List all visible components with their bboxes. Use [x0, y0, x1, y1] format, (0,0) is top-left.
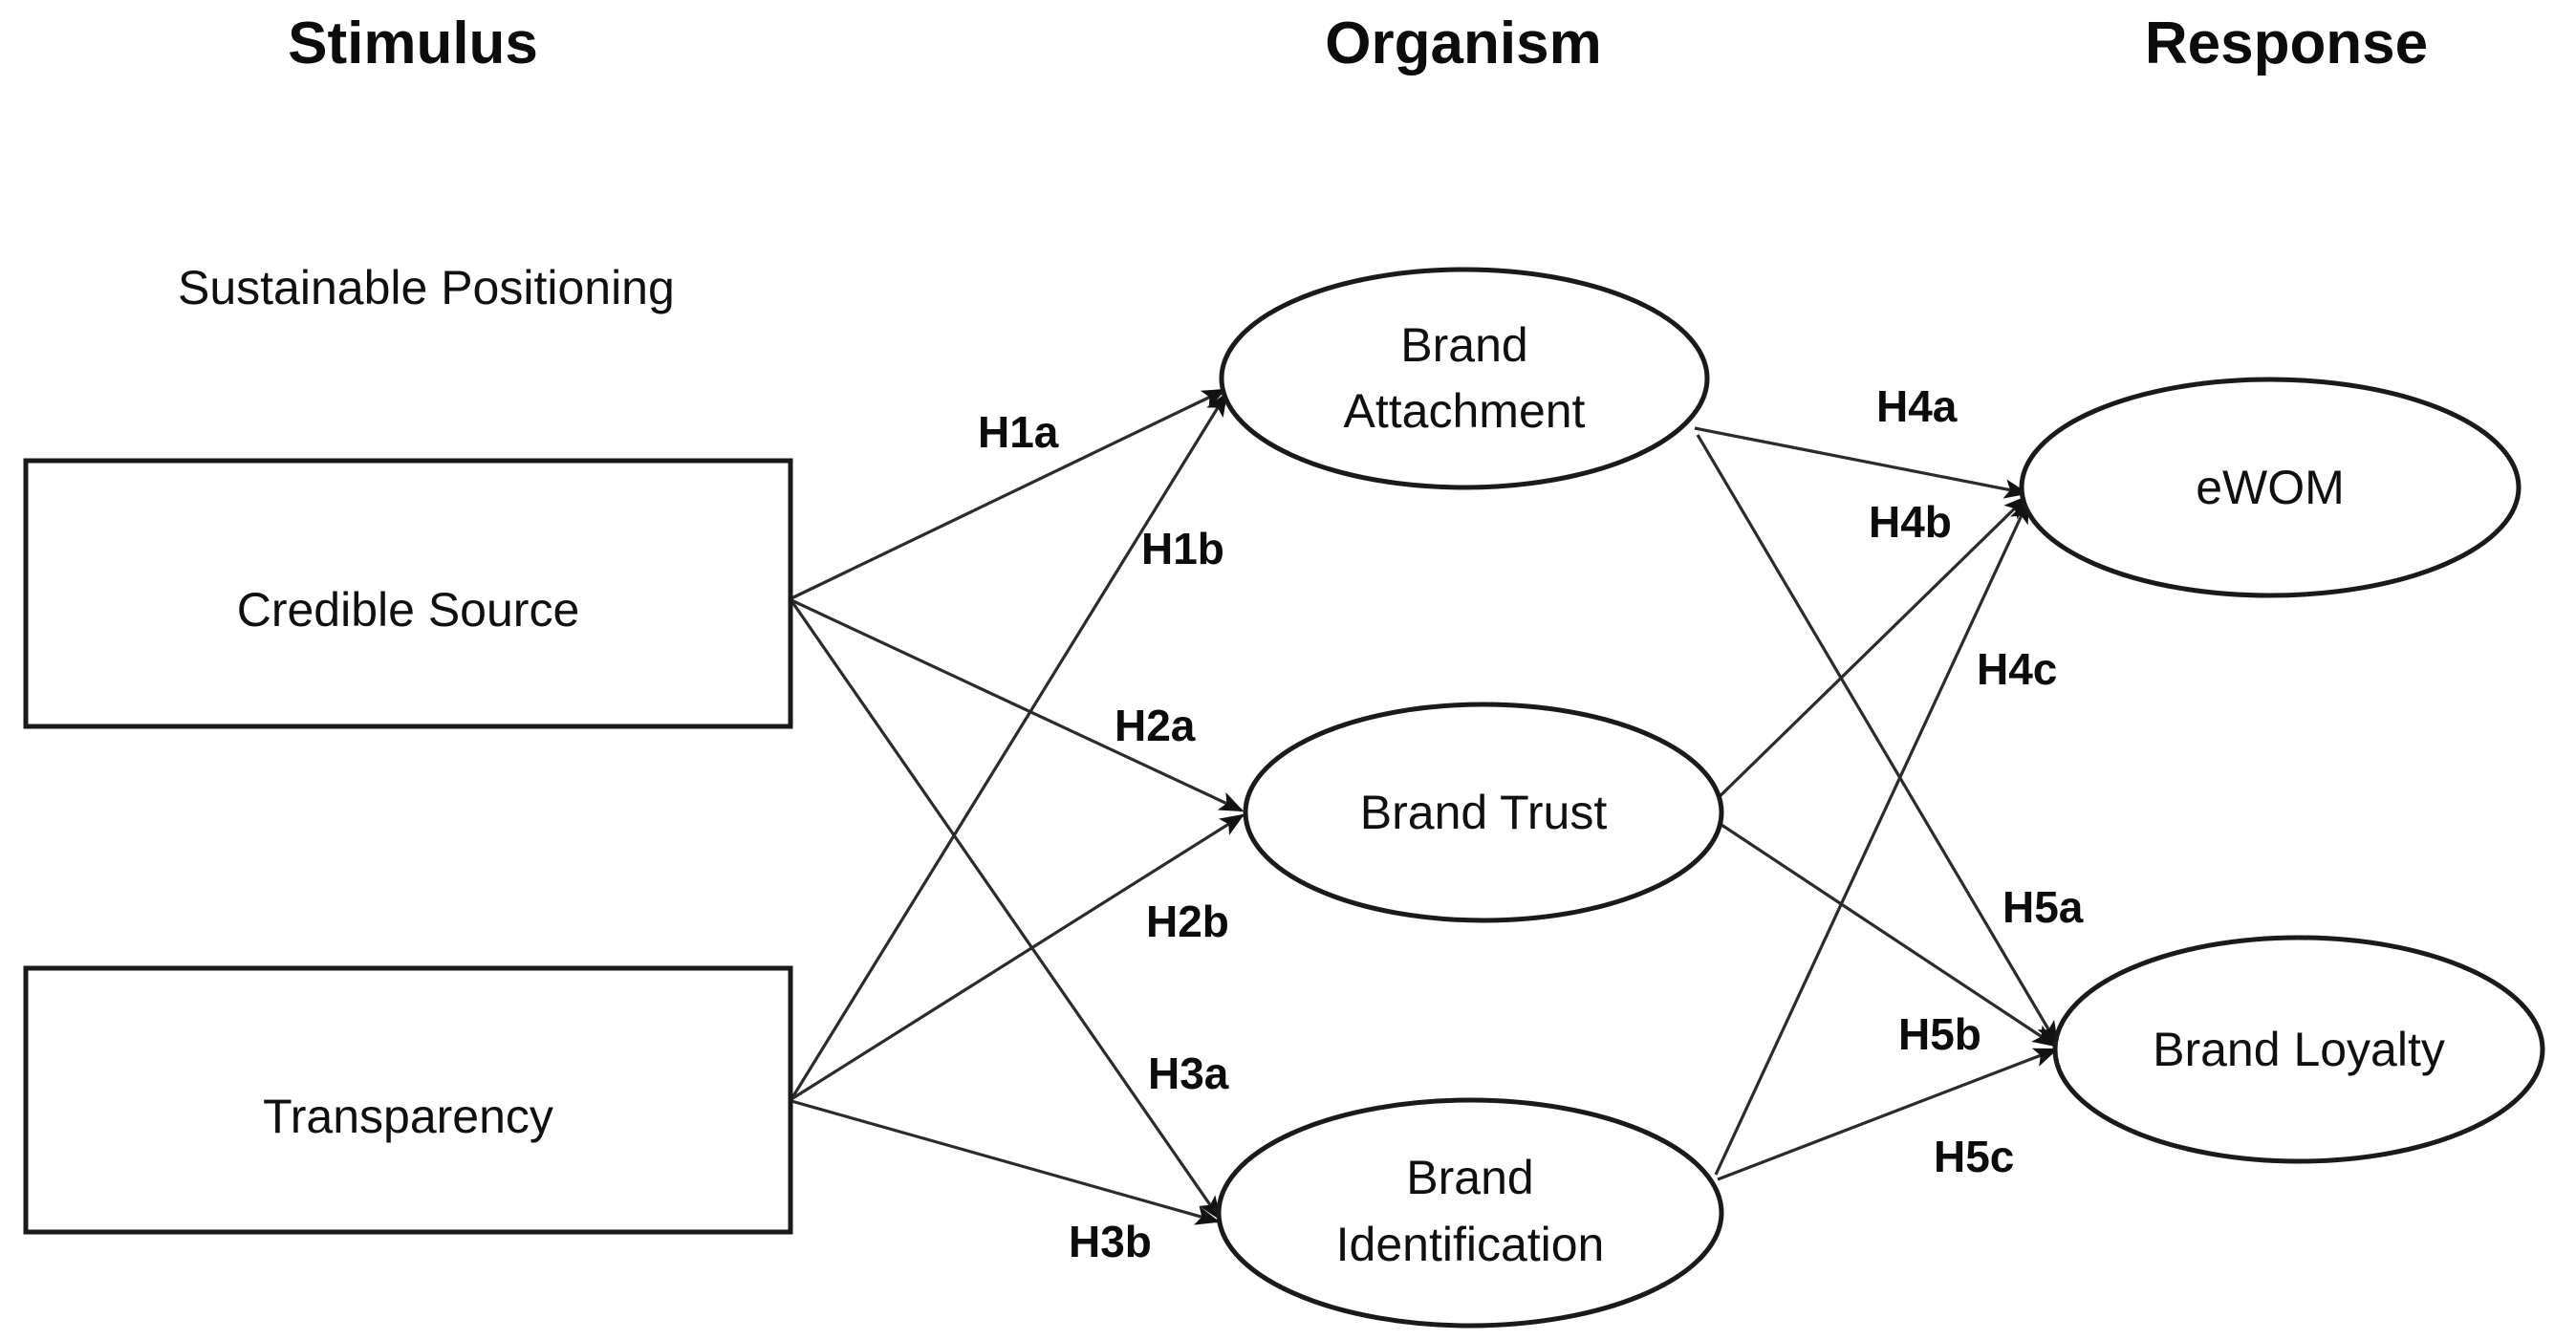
hypothesis-label-h3a: H3a	[1148, 1048, 1229, 1098]
transparency-box[interactable]	[23, 965, 793, 1235]
hypothesis-label-h4c: H4c	[1977, 644, 2057, 694]
column-header-organism: Organism	[1325, 11, 1601, 76]
path-line-h4c	[1714, 498, 2030, 1176]
brand-loyalty-ellipse[interactable]	[2052, 935, 2545, 1164]
path-line-h2a	[790, 598, 1245, 812]
group-label-sustainable-positioning: Sustainable Positioning	[178, 261, 675, 314]
path-line-h1a	[790, 388, 1227, 600]
node-brand-attachment[interactable]: Brand Attachment	[1219, 267, 1710, 490]
path-line-h4a	[1694, 426, 2029, 499]
brand-identification-label-line2: Identification	[1336, 1218, 1605, 1271]
brand-attachment-label-line2: Attachment	[1344, 384, 1586, 438]
path-line-h5a	[1696, 434, 2059, 1047]
path-line-h1b	[790, 391, 1228, 1100]
hypothesis-label-h1b: H1b	[1141, 524, 1224, 573]
path-line-h2b	[790, 813, 1245, 1101]
brand-trust-label-line1: Brand Trust	[1360, 786, 1608, 839]
path-line-h3b	[790, 1099, 1221, 1225]
column-headers: Stimulus Organism Response	[288, 11, 2428, 76]
path-line-h5b	[1709, 815, 2058, 1048]
hypothesis-label-h5b: H5b	[1898, 1009, 1981, 1059]
column-header-response: Response	[2145, 11, 2428, 76]
hypothesis-label-h5a: H5a	[2002, 882, 2084, 932]
hypothesis-labels: H1a H1b H2a H2b H3a H3b H4a H4b H4c H5a …	[978, 381, 2084, 1266]
path-line-h5c	[1717, 1048, 2059, 1181]
node-transparency[interactable]: Transparency	[23, 965, 793, 1235]
brand-trust-ellipse[interactable]	[1243, 702, 1724, 923]
hypothesis-label-h4a: H4a	[1876, 381, 1958, 431]
brand-identification-label-line1: Brand	[1406, 1151, 1533, 1204]
brand-loyalty-label: Brand Loyalty	[2153, 1023, 2445, 1076]
column-header-stimulus: Stimulus	[288, 11, 538, 76]
ewom-ellipse[interactable]	[2019, 377, 2522, 598]
ewom-label: eWOM	[2196, 461, 2345, 514]
node-brand-identification[interactable]: Brand Identification	[1216, 1097, 1724, 1329]
hypothesis-label-h3b: H3b	[1069, 1217, 1152, 1266]
brand-attachment-label-line1: Brand	[1400, 318, 1527, 372]
credible-source-box[interactable]	[23, 458, 793, 729]
path-line-h4b	[1706, 495, 2028, 810]
hypothesis-label-h4b: H4b	[1869, 497, 1952, 547]
hypothesis-label-h2a: H2a	[1115, 701, 1196, 750]
node-ewom[interactable]: eWOM	[2019, 377, 2522, 598]
credible-source-label: Credible Source	[237, 583, 580, 637]
node-brand-trust[interactable]: Brand Trust	[1243, 702, 1724, 923]
path-lines	[790, 388, 2059, 1225]
path-line-h3a	[790, 601, 1222, 1221]
transparency-label: Transparency	[263, 1090, 553, 1143]
node-brand-loyalty[interactable]: Brand Loyalty	[2052, 935, 2545, 1164]
hypothesis-label-h5c: H5c	[1934, 1132, 2014, 1181]
hypothesis-label-h1a: H1a	[978, 407, 1059, 457]
node-credible-source[interactable]: Credible Source	[23, 458, 793, 729]
brand-attachment-ellipse[interactable]	[1219, 267, 1710, 490]
brand-identification-ellipse[interactable]	[1216, 1097, 1724, 1329]
hypothesis-label-h2b: H2b	[1146, 897, 1229, 946]
